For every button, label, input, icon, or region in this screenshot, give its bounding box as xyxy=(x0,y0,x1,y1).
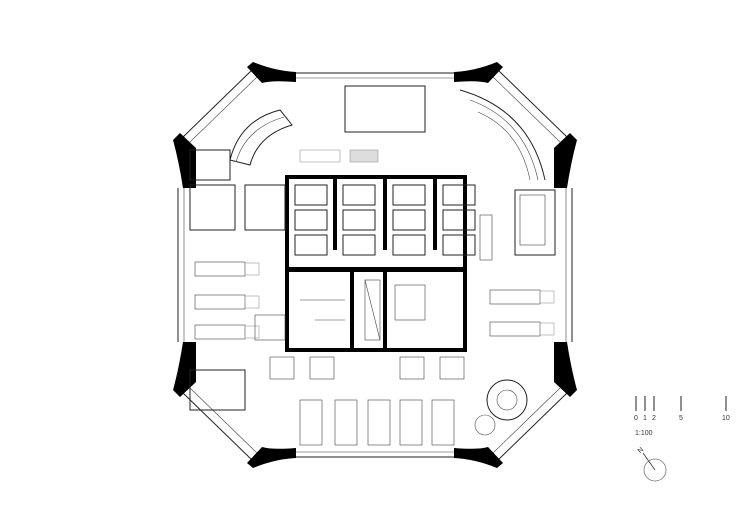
desk-cluster xyxy=(399,399,423,446)
desk-cluster xyxy=(539,290,555,304)
elevator-car xyxy=(294,234,328,256)
elevator-car xyxy=(392,234,426,256)
desk-cluster xyxy=(489,289,541,305)
scale-label: 2 xyxy=(652,415,656,422)
north-label: N xyxy=(637,446,646,455)
elevator-car xyxy=(442,184,476,206)
scale-label: 10 xyxy=(722,415,730,422)
desk-cluster xyxy=(244,325,260,339)
elevator-car xyxy=(294,184,328,206)
north-arrow-icon: N xyxy=(637,446,667,482)
building-core xyxy=(285,175,476,352)
desk-cluster xyxy=(439,356,465,380)
desk-cluster xyxy=(367,399,391,446)
stair-and-rooms xyxy=(189,85,556,436)
scale-label: 1 xyxy=(643,415,647,422)
elevator-car xyxy=(442,209,476,231)
desk-cluster xyxy=(399,356,425,380)
elevator-car xyxy=(392,184,426,206)
desk-cluster xyxy=(489,321,541,337)
desk-cluster xyxy=(539,322,555,336)
elevator-car xyxy=(442,234,476,256)
elevator-car xyxy=(342,184,376,206)
desk-cluster xyxy=(244,262,260,276)
scale-label: 5 xyxy=(679,415,683,422)
meeting-table xyxy=(519,194,546,246)
desk-cluster xyxy=(194,294,246,310)
workstations xyxy=(194,194,555,446)
scale-ratio: 1:100 xyxy=(635,430,653,437)
desk-cluster xyxy=(431,399,455,446)
desk-cluster xyxy=(194,324,246,340)
scale-bar: 0 1 2 5 10 1:100 xyxy=(634,396,730,437)
elevator-car xyxy=(294,209,328,231)
desk-cluster xyxy=(299,399,323,446)
desk-cluster xyxy=(269,356,295,380)
desk-cluster xyxy=(244,295,260,309)
desk-cluster xyxy=(309,356,335,380)
elevator-car xyxy=(342,234,376,256)
scale-label: 0 xyxy=(634,415,638,422)
meeting-table xyxy=(254,314,286,341)
building-envelope xyxy=(177,69,573,461)
elevator-car xyxy=(392,209,426,231)
elevator-car xyxy=(342,209,376,231)
desk-cluster xyxy=(194,261,246,277)
desk-cluster xyxy=(334,399,358,446)
